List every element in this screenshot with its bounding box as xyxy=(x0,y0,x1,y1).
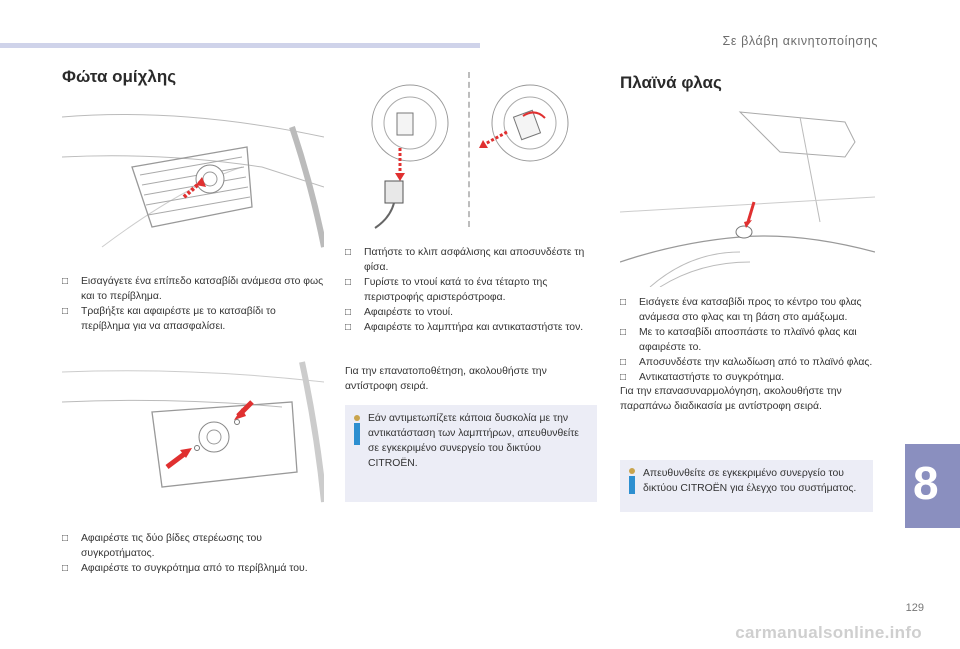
list-item: □ Γυρίστε το ντουί κατά το ένα τέταρτο τη… xyxy=(345,275,595,305)
list-item: □ Αντικαταστήστε το συγκρότημα. xyxy=(620,370,880,385)
list-item: □ Αφαιρέστε το λαμπτήρα και αντικαταστήστ… xyxy=(345,320,595,335)
bullet-text: Αποσυνδέστε την καλωδίωση από το πλαϊνό … xyxy=(639,357,873,368)
bullet-text: Αφαιρέστε τις δύο βίδες στερέωσης του συ… xyxy=(81,533,262,559)
indicator-bullets: □ Εισάγετε ένα κατσαβίδι προς το κέντρο τ… xyxy=(620,295,880,385)
header-bar xyxy=(0,43,480,48)
list-item: □ Αφαιρέστε το συγκρότημα από το περίβλημ… xyxy=(62,561,324,576)
bullet-text: Αντικαταστήστε το συγκρότημα. xyxy=(639,372,785,383)
checkbox-bullet-icon: □ xyxy=(62,306,69,317)
chapter-title: Σε βλάβη ακινητοποίησης xyxy=(722,34,878,48)
info-icon xyxy=(628,468,635,494)
watermark: carmanualsonline.info xyxy=(735,623,922,642)
illustration-divider xyxy=(468,72,470,227)
page-number: 129 xyxy=(905,602,924,614)
info-icon xyxy=(353,415,360,445)
bullet-text: Τραβήξτε και αφαιρέστε με το κατσαβίδι τ… xyxy=(81,306,276,332)
fog-light-screws-illustration xyxy=(62,352,324,514)
bullet-text: Αφαιρέστε το ντουί. xyxy=(364,307,453,318)
list-item: □ Τραβήξτε και αφαιρέστε με το κατσαβίδι … xyxy=(62,304,324,334)
indicator-info-note: Απευθυνθείτε σε εγκεκριμένο συνεργείο το… xyxy=(620,460,873,512)
bullet-text: Εισαγάγετε ένα επίπεδο κατσαβίδι ανάμεσα… xyxy=(81,276,324,302)
bulb-refit-text: Για την επανατοποθέτηση, ακολουθήστε την… xyxy=(345,366,547,392)
checkbox-bullet-icon: □ xyxy=(62,276,69,287)
checkbox-bullet-icon: □ xyxy=(62,563,69,574)
list-item: □ Με το κατσαβίδι αποσπάστε το πλαϊνό φλα… xyxy=(620,325,880,355)
note-text: Εάν αντιμετωπίζετε κάποια δυσκολία με τη… xyxy=(368,413,579,469)
list-item: □ Εισαγάγετε ένα επίπεδο κατσαβίδι ανάμεσ… xyxy=(62,274,324,304)
checkbox-bullet-icon: □ xyxy=(345,247,352,258)
bulb-replacement-illustration xyxy=(345,68,595,233)
checkbox-bullet-icon: □ xyxy=(345,322,352,333)
fog-bullets-2: □ Αφαιρέστε τις δύο βίδες στερέωσης του σ… xyxy=(62,531,324,576)
list-item: □ Εισάγετε ένα κατσαβίδι προς το κέντρο τ… xyxy=(620,295,880,325)
list-item: □ Αποσυνδέστε την καλωδίωση από το πλαϊνό… xyxy=(620,355,880,370)
checkbox-bullet-icon: □ xyxy=(62,533,69,544)
checkbox-bullet-icon: □ xyxy=(345,277,352,288)
bullet-text: Εισάγετε ένα κατσαβίδι προς το κέντρο το… xyxy=(639,297,862,323)
indicator-refit-text: Για την επανασυναρμολόγηση, ακολουθήστε … xyxy=(620,386,842,412)
checkbox-bullet-icon: □ xyxy=(620,357,627,368)
bullet-text: Πατήστε το κλιπ ασφάλισης και αποσυνδέστ… xyxy=(364,247,585,273)
bullet-text: Γυρίστε το ντουί κατά το ένα τέταρτο της… xyxy=(364,277,548,303)
bulb-bullets: □ Πατήστε το κλιπ ασφάλισης και αποσυνδέσ… xyxy=(345,245,595,335)
list-item: □ Πατήστε το κλιπ ασφάλισης και αποσυνδέσ… xyxy=(345,245,595,275)
bullet-text: Αφαιρέστε το συγκρότημα από το περίβλημά… xyxy=(81,563,308,574)
checkbox-bullet-icon: □ xyxy=(620,327,627,338)
fog-bullets-1: □ Εισαγάγετε ένα επίπεδο κατσαβίδι ανάμεσ… xyxy=(62,274,324,334)
bulb-info-note: Εάν αντιμετωπίζετε κάποια δυσκολία με τη… xyxy=(345,405,597,502)
bullet-text: Αφαιρέστε το λαμπτήρα και αντικαταστήστε… xyxy=(364,322,584,333)
chapter-tab: 8 xyxy=(905,444,960,528)
section-title-fog-lights: Φώτα ομίχλης xyxy=(62,67,177,86)
note-text: Απευθυνθείτε σε εγκεκριμένο συνεργείο το… xyxy=(643,468,857,494)
list-item: □ Αφαιρέστε τις δύο βίδες στερέωσης του σ… xyxy=(62,531,324,561)
list-item: □ Αφαιρέστε το ντουί. xyxy=(345,305,595,320)
checkbox-bullet-icon: □ xyxy=(620,372,627,383)
side-indicator-illustration xyxy=(620,102,875,287)
fog-light-housing-illustration xyxy=(62,97,324,259)
bullet-text: Με το κατσαβίδι αποσπάστε το πλαϊνό φλας… xyxy=(639,327,857,353)
section-title-side-indicators: Πλαϊνά φλας xyxy=(620,73,722,92)
chapter-number: 8 xyxy=(913,457,939,509)
checkbox-bullet-icon: □ xyxy=(345,307,352,318)
checkbox-bullet-icon: □ xyxy=(620,297,627,308)
